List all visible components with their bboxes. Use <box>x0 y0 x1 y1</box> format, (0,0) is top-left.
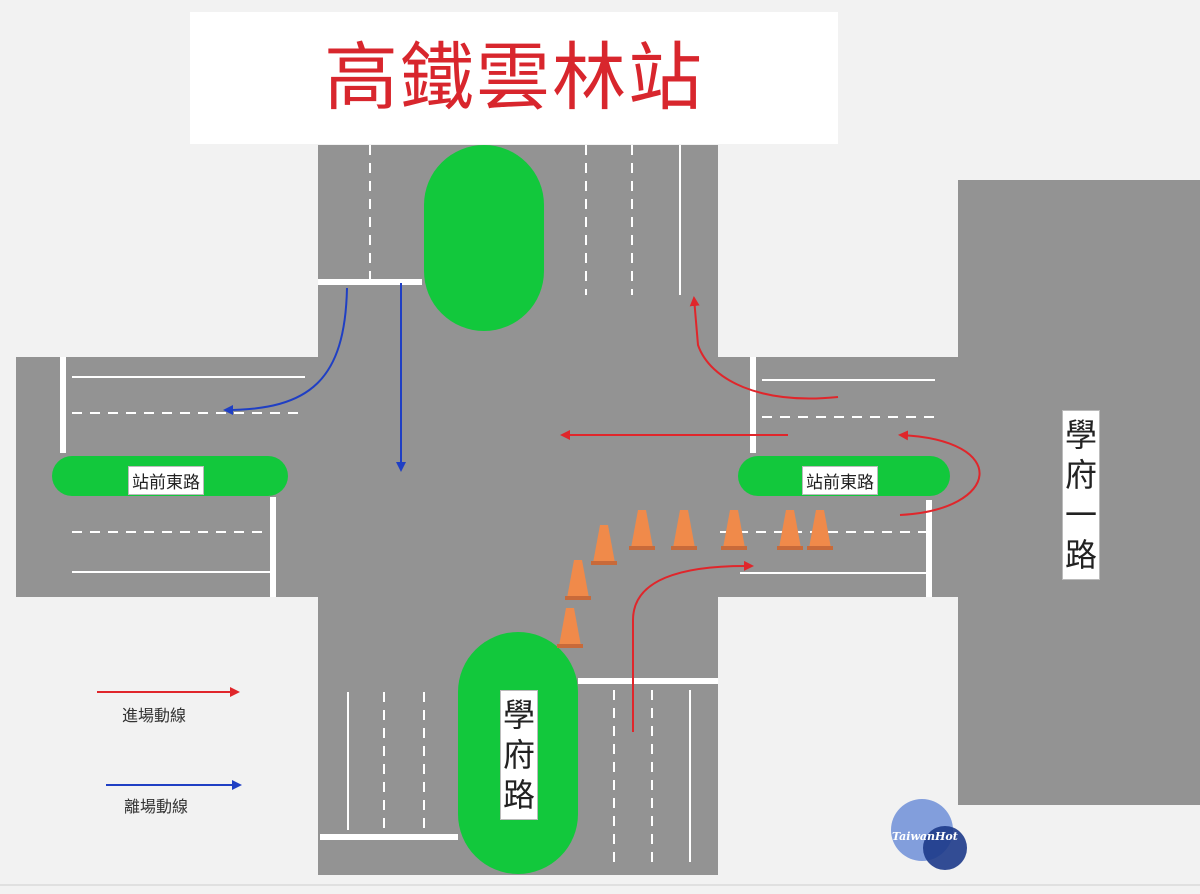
map-title: 高鐵雲林站 <box>324 35 704 121</box>
cone-icon <box>557 608 583 648</box>
watermark-logo <box>891 799 967 870</box>
stop-lines <box>60 279 932 840</box>
exit-routes <box>223 283 406 472</box>
entry-arrow-turn-north <box>689 296 839 400</box>
entry-arrow-from-south <box>632 560 754 732</box>
road-label-west: 站前東路 <box>128 466 204 495</box>
cone-icon <box>721 510 747 550</box>
legend-exit-label: 離場動線 <box>124 797 189 816</box>
cone-icon <box>565 560 591 600</box>
cone-icon <box>777 510 803 550</box>
road-label-east: 站前東路 <box>802 466 878 495</box>
legend-entry-label: 進場動線 <box>122 706 187 725</box>
lane-markings <box>72 145 935 862</box>
entry-arrow-uturn <box>898 430 981 516</box>
watermark-text: TaiwanHot <box>892 830 958 843</box>
exit-arrow-turn-west <box>223 287 348 415</box>
cone-icon <box>629 510 655 550</box>
entry-routes <box>560 296 981 732</box>
legend <box>97 687 242 790</box>
road-label-east-vertical: 學府一路 <box>1062 410 1100 580</box>
title-banner: 高鐵雲林站 <box>190 12 838 144</box>
median-north <box>424 145 544 331</box>
road-surface <box>16 145 1200 875</box>
cone-icon <box>591 525 617 565</box>
traffic-cones <box>557 510 833 648</box>
cone-icon <box>671 510 697 550</box>
cone-icon <box>807 510 833 550</box>
road-label-south: 學府路 <box>500 690 538 820</box>
